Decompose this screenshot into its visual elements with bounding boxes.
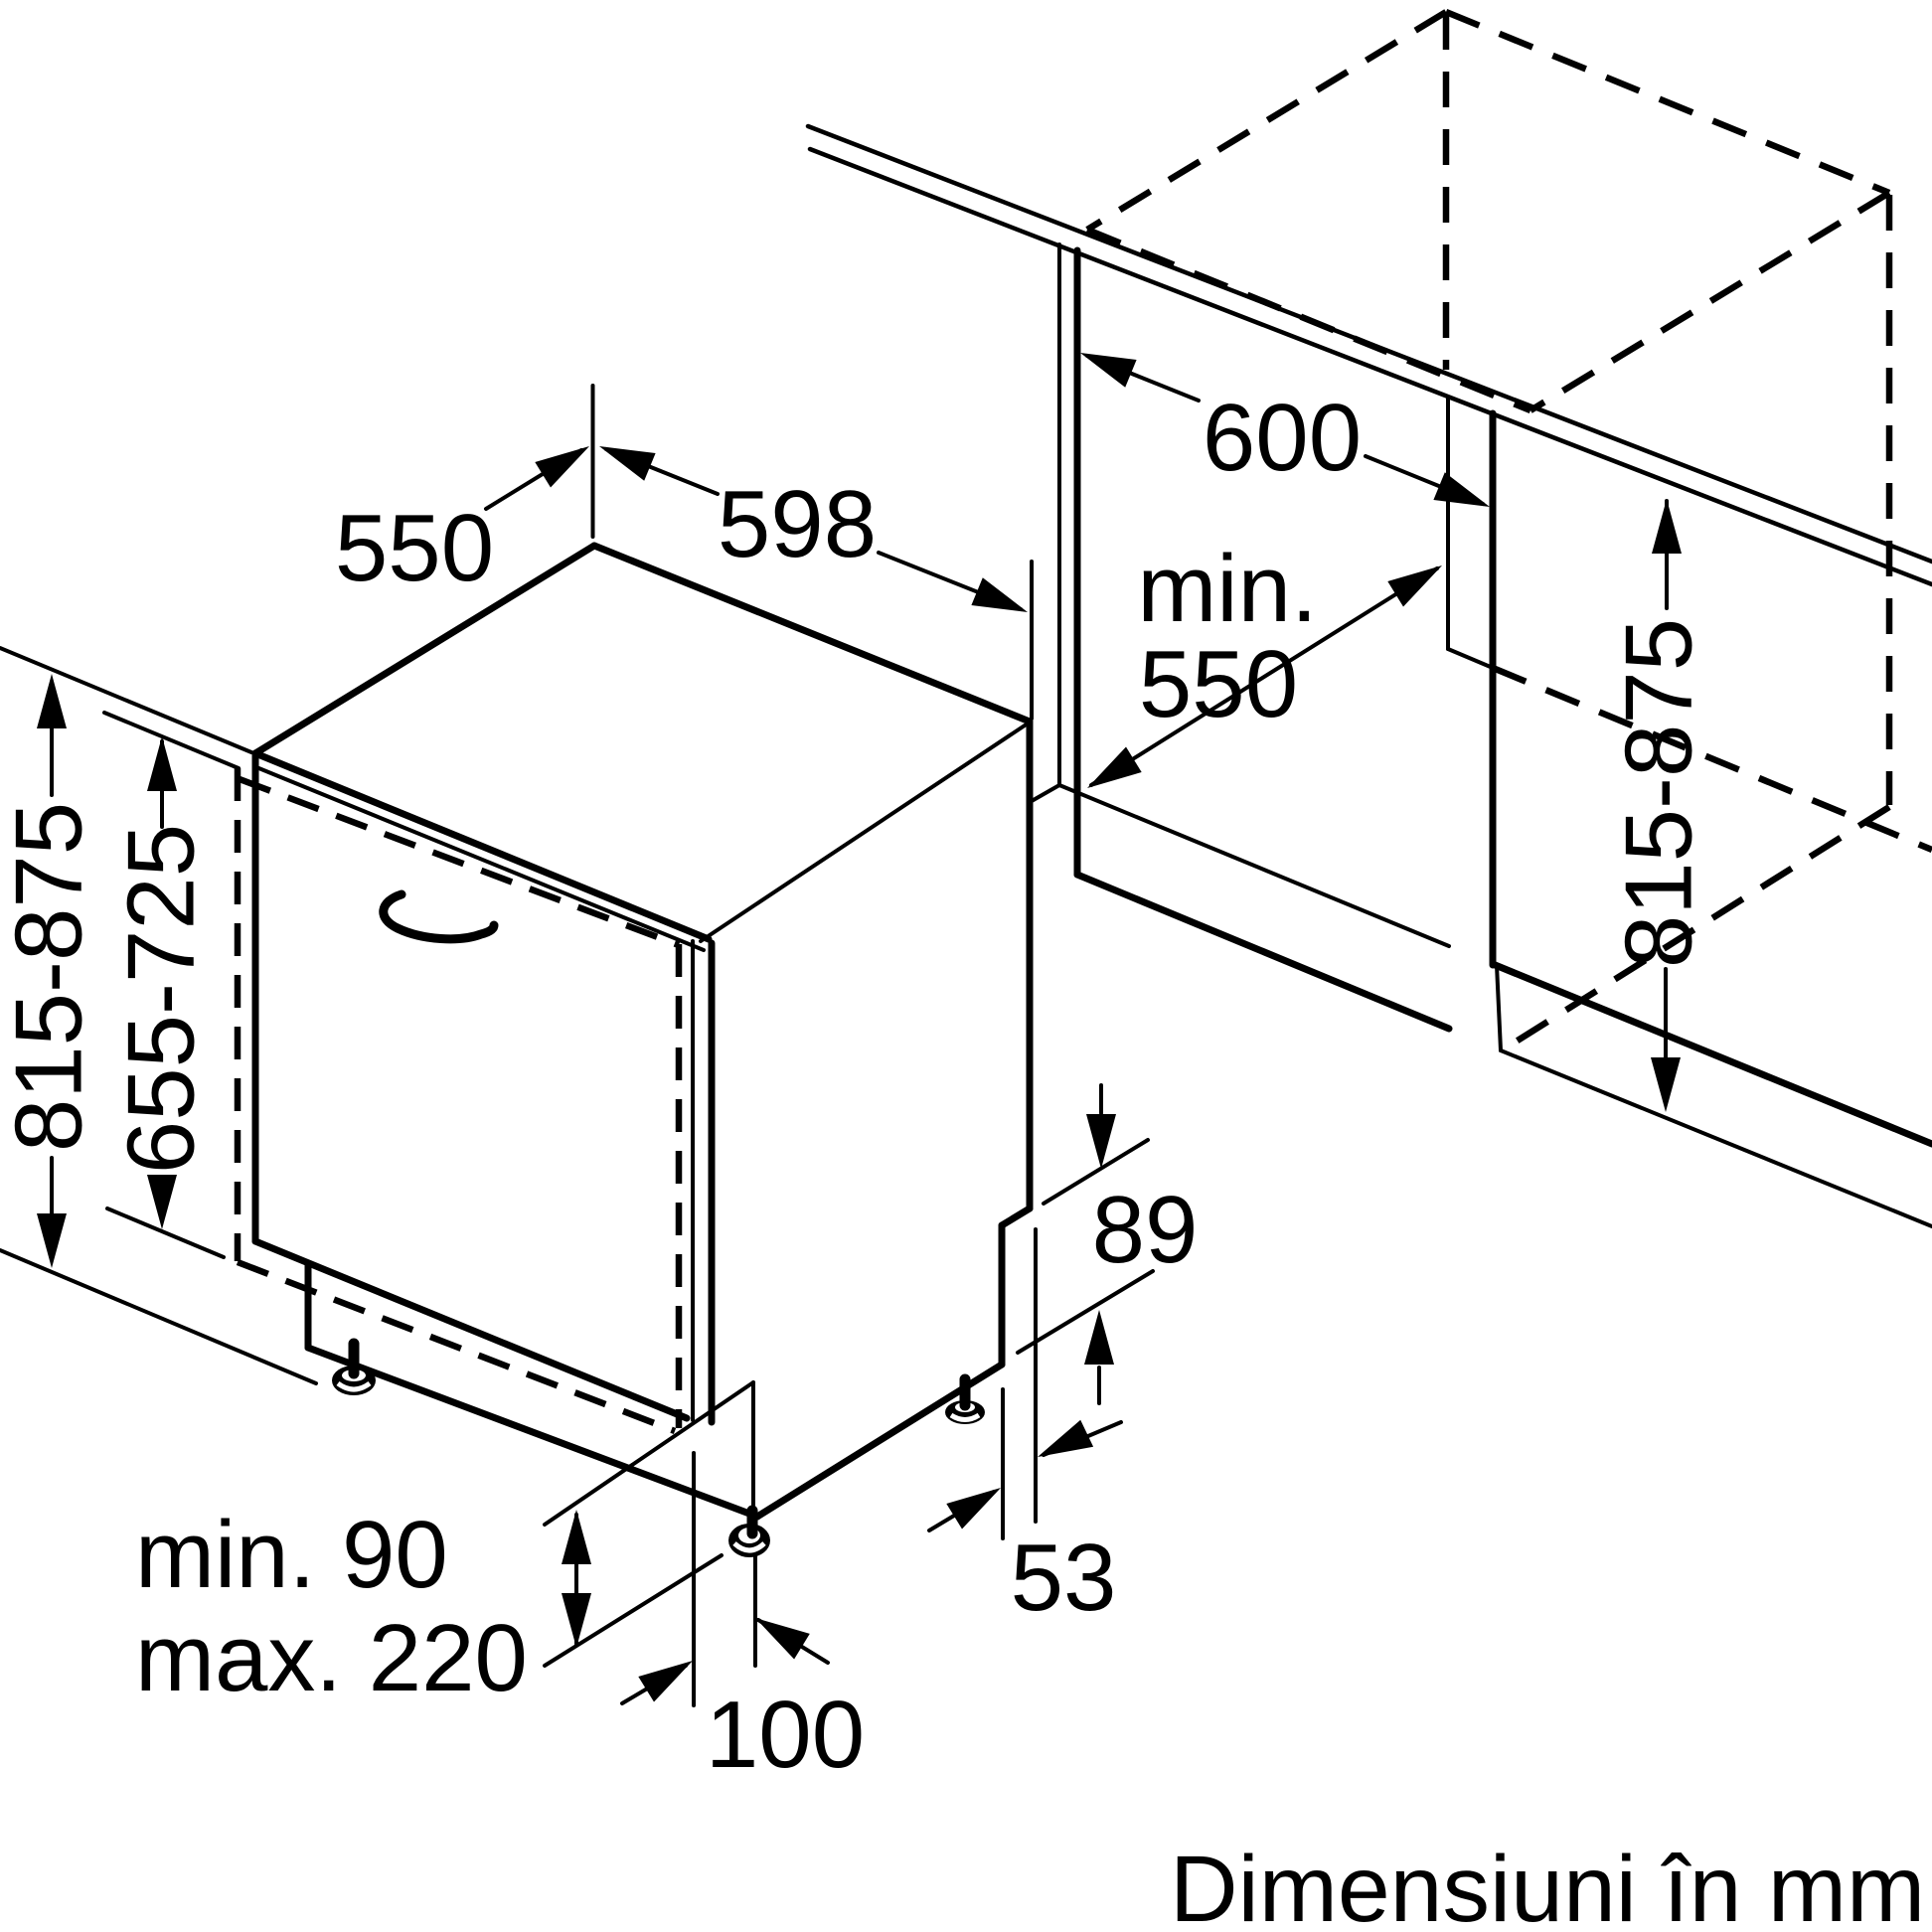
svg-text:Dimensiuni în mm: Dimensiuni în mm [1170,1837,1925,1932]
svg-text:100: 100 [706,1682,865,1788]
svg-text:min. 90: min. 90 [135,1502,448,1608]
svg-text:550: 550 [335,495,494,601]
svg-text:53: 53 [1011,1525,1117,1631]
svg-text:598: 598 [718,471,877,577]
svg-text:815-875: 815-875 [1606,618,1712,968]
svg-text:550: 550 [1139,631,1298,737]
svg-text:655-725: 655-725 [108,824,215,1174]
svg-text:min.: min. [1137,536,1317,642]
svg-text:815-875: 815-875 [0,802,102,1152]
svg-text:600: 600 [1203,385,1362,491]
svg-text:89: 89 [1092,1177,1199,1283]
svg-text:max. 220: max. 220 [135,1605,528,1711]
